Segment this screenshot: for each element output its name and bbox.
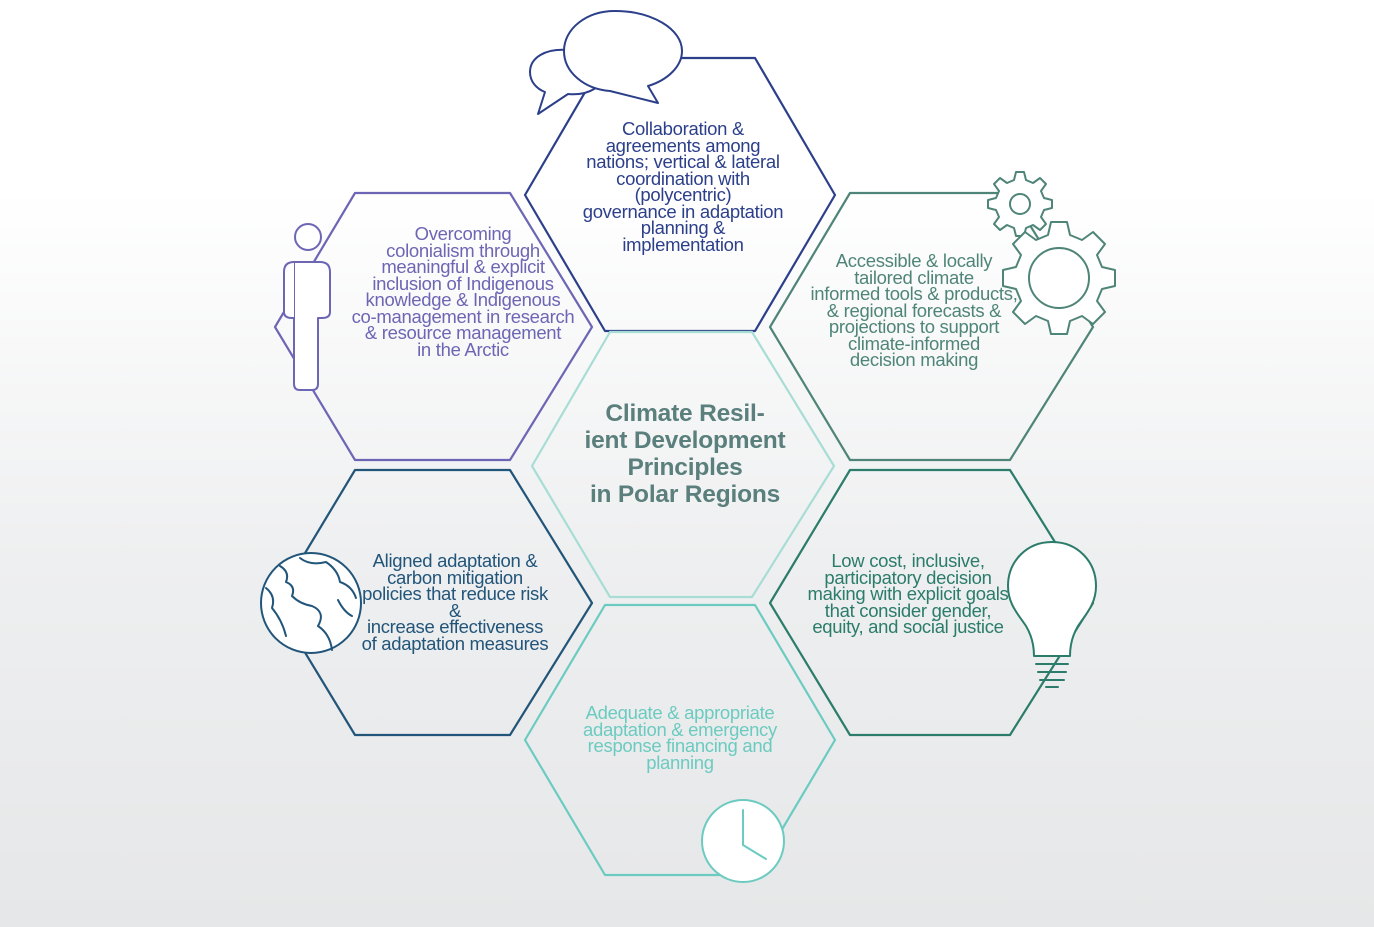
principle-top-text: Collaboration & agreements among nations… <box>582 118 784 255</box>
person-icon <box>283 223 331 391</box>
principle-bottom-text: Adequate & appropriate adaptation & emer… <box>583 702 777 773</box>
lightbulb-icon <box>1007 541 1097 688</box>
principle-upper-left-text: Overcoming colonialism through meaningfu… <box>351 223 575 360</box>
gears-icon <box>987 171 1116 335</box>
principle-upper-right-text: Accessible & locally tailored climate in… <box>810 250 1018 370</box>
globe-icon <box>260 552 362 654</box>
hex-center <box>530 330 836 599</box>
center-title: Climate Resil- ient Development Principl… <box>584 400 786 508</box>
hex-upper-left <box>273 191 594 462</box>
hex-top <box>523 56 837 333</box>
clock-icon <box>701 799 785 883</box>
principle-lower-left-text: Aligned adaptation & carbon mitigation p… <box>361 550 549 654</box>
principle-lower-right-text: Low cost, inclusive, participatory decis… <box>807 550 1009 637</box>
hex-lower-right <box>768 468 1095 737</box>
speech-bubbles-icon <box>529 10 683 115</box>
